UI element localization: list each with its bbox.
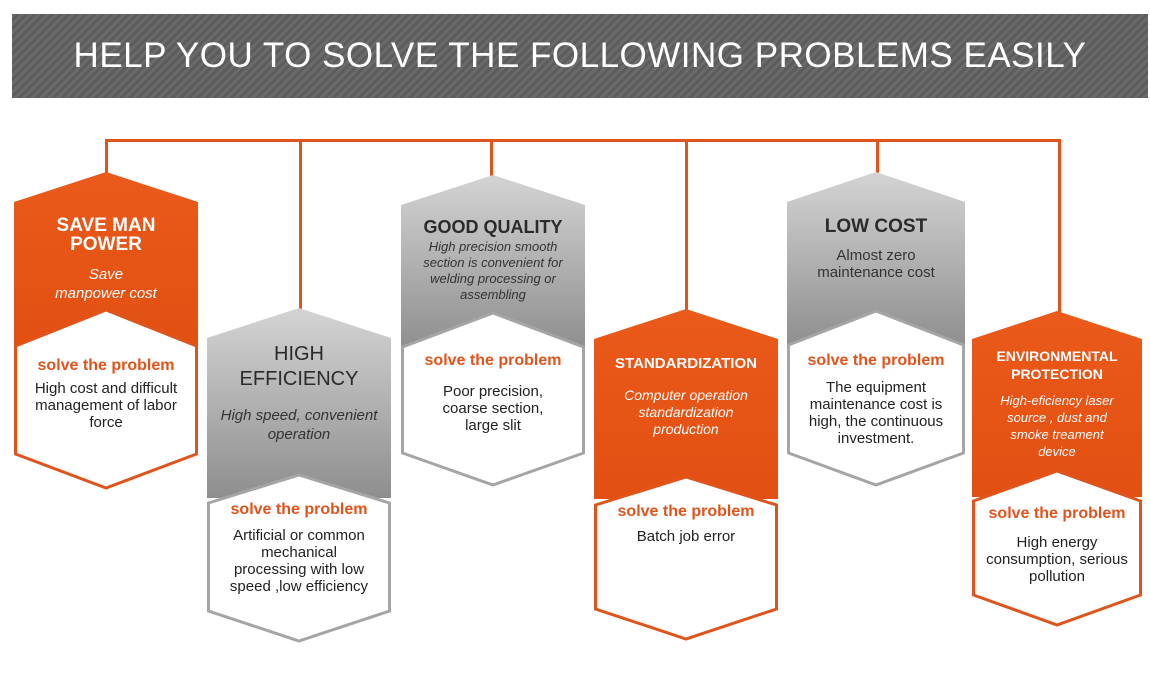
card-bottom-hexagon xyxy=(594,475,778,641)
card-bottom-hexagon xyxy=(972,469,1142,627)
connector-drop-5 xyxy=(876,139,879,174)
card-bottom-hexagon xyxy=(207,473,391,643)
connector-drop-4 xyxy=(685,139,688,312)
card-title: ENVIRONMENTAL PROTECTION xyxy=(996,348,1118,382)
problem-text: Batch job error xyxy=(636,528,736,545)
card-top-hexagon xyxy=(14,172,198,347)
card-title: LOW COST xyxy=(824,216,928,237)
card-top-hexagon xyxy=(594,309,778,499)
card-save-man-power: SAVE MAN POWER Save manpower cost solve … xyxy=(14,172,198,490)
card-title: STANDARDIZATION xyxy=(615,355,757,372)
problem-text: The equipment maintenance cost is high, … xyxy=(808,379,944,447)
solve-label: solve the problem xyxy=(988,505,1126,522)
problem-text: Poor precision, coarse section, large sl… xyxy=(442,383,544,434)
banner-title: HELP YOU TO SOLVE THE FOLLOWING PROBLEMS… xyxy=(73,36,1087,75)
problem-text: Artificial or common mechanical processi… xyxy=(229,527,369,595)
connector-drop-6 xyxy=(1058,139,1061,314)
card-subtitle: High speed, convenient operation xyxy=(220,407,378,443)
card-top-hexagon xyxy=(207,308,391,498)
card-high-efficiency: HIGH EFFICIENCY High speed, convenient o… xyxy=(207,308,391,645)
card-subtitle: High precision smooth section is conveni… xyxy=(423,239,563,302)
card-bottom-hexagon xyxy=(401,311,585,487)
card-subtitle: Almost zero maintenance cost xyxy=(817,247,935,281)
connector-drop-2 xyxy=(299,139,302,311)
card-subtitle: High-eficiency laser source , dust and s… xyxy=(1000,393,1114,459)
card-top-hexagon xyxy=(787,172,965,348)
solve-label: solve the problem xyxy=(37,357,175,374)
card-subtitle: Computer operation standardization produ… xyxy=(624,387,748,437)
card-environmental-protection: ENVIRONMENTAL PROTECTION High-eficiency … xyxy=(972,311,1142,629)
card-title: GOOD QUALITY xyxy=(423,217,563,237)
card-subtitle: Save manpower cost xyxy=(55,266,157,302)
card-bottom-hexagon xyxy=(787,309,965,487)
card-low-cost: LOW COST Almost zero maintenance cost so… xyxy=(787,172,965,490)
card-top-hexagon xyxy=(401,175,585,350)
card-top-hexagon xyxy=(972,311,1142,497)
card-standardization: STANDARDIZATION Computer operation stand… xyxy=(594,309,778,643)
connector-horizontal-line xyxy=(106,139,1061,142)
card-good-quality: GOOD QUALITY High precision smooth secti… xyxy=(401,175,585,490)
connector-drop-3 xyxy=(490,139,493,177)
problem-text: High cost and difficult management of la… xyxy=(34,380,178,431)
solve-label: solve the problem xyxy=(617,503,755,520)
card-title: HIGH EFFICIENCY xyxy=(239,343,359,390)
solve-label: solve the problem xyxy=(230,501,368,518)
header-banner: HELP YOU TO SOLVE THE FOLLOWING PROBLEMS… xyxy=(12,14,1148,98)
card-bottom-hexagon xyxy=(14,308,198,490)
connector-drop-1 xyxy=(105,139,108,174)
solve-label: solve the problem xyxy=(424,352,562,369)
card-title: SAVE MAN POWER xyxy=(56,215,156,255)
problem-text: High energy consumption, serious polluti… xyxy=(986,534,1128,585)
solve-label: solve the problem xyxy=(807,352,945,369)
